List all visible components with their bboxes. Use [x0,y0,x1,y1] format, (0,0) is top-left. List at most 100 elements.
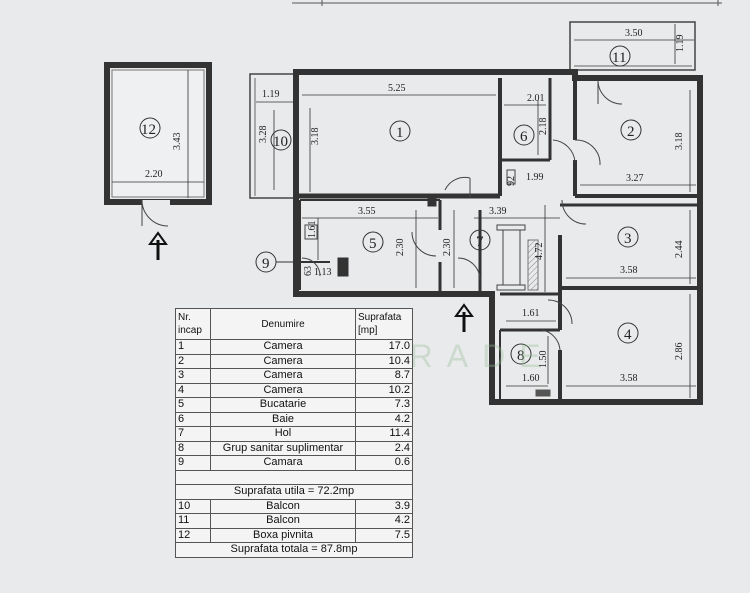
cell-name: Camara [210,455,356,471]
room-label-3: 3 [624,231,632,247]
dim-230-kitchen: 2.30 [395,239,406,257]
room-label-10: 10 [273,134,288,150]
dim-199: 1.99 [526,172,544,183]
room-numbers [139,45,642,365]
cell-name: Bucatarie [210,397,356,413]
cell-area: 11.4 [355,426,413,442]
cell-area: 0.6 [355,455,413,471]
table-header-row: Nr. incap Denumire Suprafata [mp] [175,308,413,340]
useful-total-row: Suprafata utila = 72.2mp [175,484,413,500]
cell-nr: 7 [175,426,211,442]
dim-161-room8: 1.61 [522,308,540,319]
header-area: Suprafata [mp] [355,308,413,340]
grand-total: Suprafata totala = 87.8mp [175,542,413,558]
room-label-2: 2 [627,124,635,140]
cell-nr: 8 [175,440,211,456]
dim-327: 3.27 [626,173,644,184]
dim-150: 1.50 [538,351,549,369]
cell-nr: 1 [175,339,211,355]
room-label-1: 1 [396,125,404,141]
dim-113: 1.13 [314,267,332,278]
useful-total: Suprafata utila = 72.2mp [175,484,413,500]
cell-area: 7.3 [355,397,413,413]
dim-318-room2: 3.18 [674,133,685,151]
dim-119-balcony10: 1.19 [262,89,280,100]
cell-area: 10.2 [355,382,413,398]
dim-525: 5.25 [388,83,406,94]
spacer-cell [175,469,413,485]
dim-218: 2.18 [538,118,549,136]
apartment-walls [293,69,703,405]
cell-area: 10.4 [355,353,413,369]
table-spacer-row [175,469,413,485]
room-11-balcony [569,21,696,71]
cell-name: Boxa pivnita [210,527,356,543]
dim-119-balcony11: 1.19 [675,35,686,53]
entry-arrow-main-icon [454,303,474,332]
cell-area: 4.2 [355,513,413,529]
dim-355: 3.55 [358,206,376,217]
dim-201: 2.01 [527,93,545,104]
dim-286: 2.86 [674,343,685,361]
cell-name: Grup sanitar suplimentar [210,440,356,456]
cell-nr: 11 [175,513,211,529]
cell-name: Hol [210,426,356,442]
cell-name: Balcon [210,513,356,529]
dim-350: 3.50 [625,28,643,39]
room-label-4: 4 [624,327,632,343]
dim-161-kitchen: 1.61 [307,221,318,239]
dim-318-room1: 3.18 [310,128,321,146]
cell-name: Camera [210,368,356,384]
cell-area: 17.0 [355,339,413,355]
cell-name: Camera [210,382,356,398]
cell-area: 7.5 [355,527,413,543]
header-nr: Nr. incap [175,308,211,340]
cell-area: 8.7 [355,368,413,384]
cell-name: Baie [210,411,356,427]
room-label-11: 11 [612,50,626,66]
dim-244: 2.44 [674,241,685,259]
cell-nr: 3 [175,368,211,384]
cell-name: Camera [210,339,356,355]
entry-arrow-cellar-icon [148,231,168,260]
room-12-cellar [104,62,212,227]
cell-nr: 5 [175,397,211,413]
hall-fixtures [304,169,551,397]
cell-area: 2.4 [355,440,413,456]
grand-total-row: Suprafata totala = 87.8mp [175,542,413,558]
room-number-labels: 12 1 2 3 4 5 6 7 8 9 10 11 [141,50,635,364]
room-label-12: 12 [141,122,156,138]
dim-358-room4: 3.58 [620,373,638,384]
cell-area: 4.2 [355,411,413,427]
dimension-lines [112,24,696,398]
cell-name: Camera [210,353,356,369]
dim-160: 1.60 [522,373,540,384]
cell-nr: 9 [175,455,211,471]
cell-nr: 4 [175,382,211,398]
dim-328: 3.28 [258,126,269,144]
dim-063: 63 [303,266,314,276]
dim-472: 4.72 [534,243,545,261]
dim-230-hall: 2.30 [442,239,453,257]
dim-339: 3.39 [489,206,507,217]
room-label-8: 8 [517,348,525,364]
door-swings [301,79,623,351]
room-label-9: 9 [262,256,270,272]
cell-nr: 2 [175,353,211,369]
dim-092: 92 [506,176,517,186]
cell-area: 3.9 [355,498,413,514]
header-name: Denumire [210,308,356,340]
